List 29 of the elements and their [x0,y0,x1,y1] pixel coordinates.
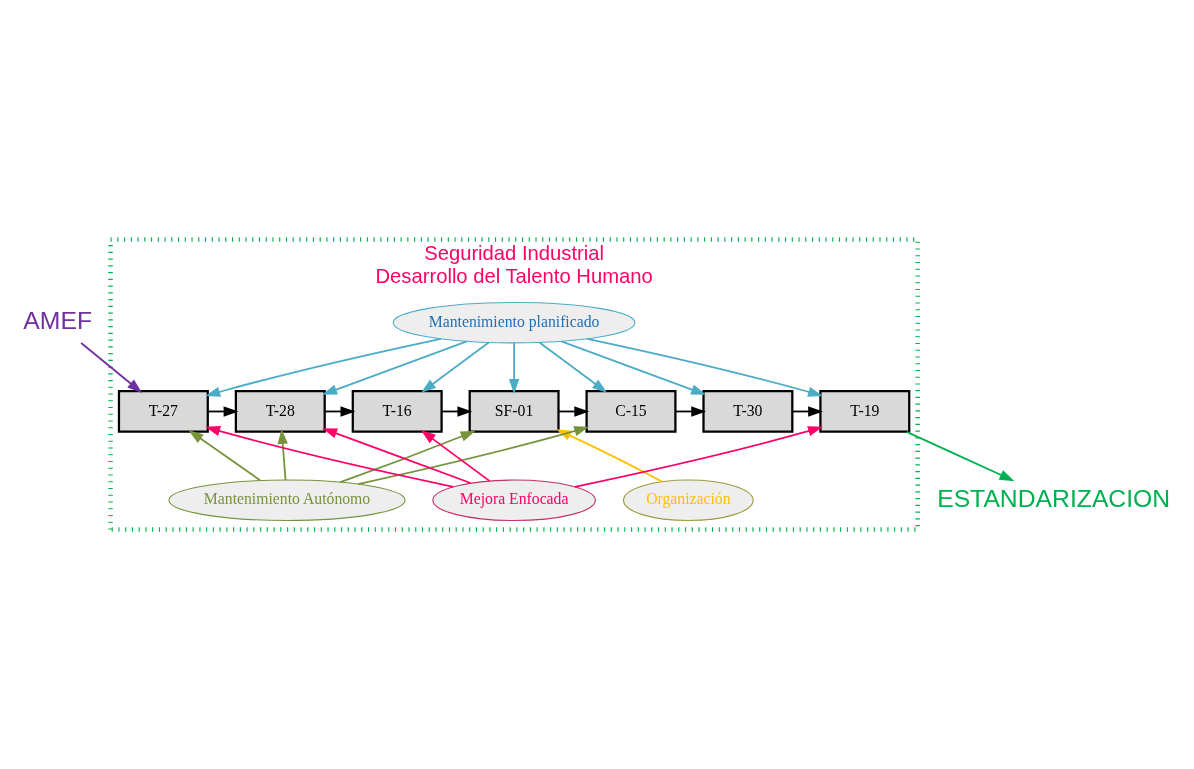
arrow [586,337,823,397]
arrow [538,341,608,393]
node-box: SF-01 [468,390,560,433]
node-ellipse: Mantenimiento Autónomo [168,479,406,522]
arrow [421,341,490,393]
node-box: T-19 [819,390,911,433]
node-box: T-27 [117,390,209,433]
node-text: AMEF [23,306,93,334]
arrow [508,342,520,394]
arrow [205,337,442,397]
arrow [322,340,468,395]
arrow [188,430,261,482]
arrow [905,430,1015,482]
arrow [420,430,491,482]
node-ellipse: Mantenimiento planificado [392,301,636,344]
arrow [339,430,476,484]
node-ellipse: Mejora Enfocada [432,479,596,522]
arrow [574,426,823,488]
arrow [560,340,706,395]
node-box: T-16 [351,390,443,433]
node-box: T-28 [234,390,326,433]
node-text: ESTANDARIZACION [937,484,1171,512]
arrow [277,429,288,481]
node-box: T-30 [702,390,794,433]
arrow [80,342,143,393]
node-box: C-15 [585,390,677,433]
arrow [205,426,455,488]
arrow [322,428,472,484]
node-ellipse: Organización [622,479,754,522]
